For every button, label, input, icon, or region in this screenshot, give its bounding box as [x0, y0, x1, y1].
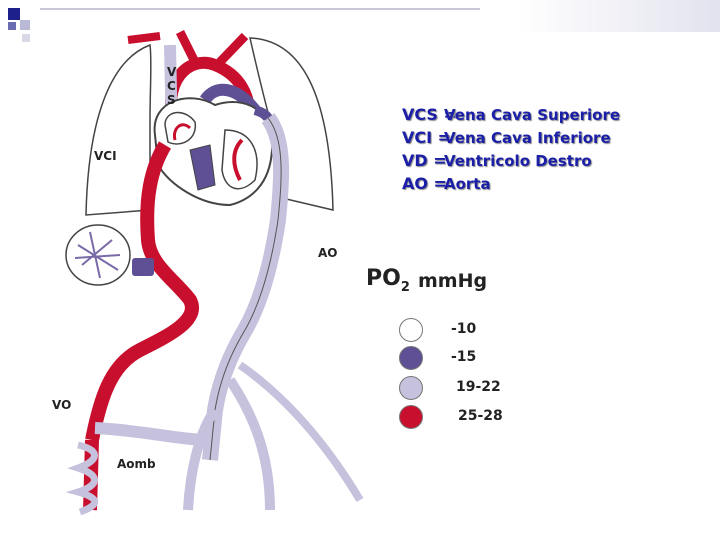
aomb-label: Aomb: [117, 457, 156, 471]
vci-label: VCI: [94, 149, 117, 163]
vo-label: VO: [52, 398, 71, 412]
def-vd: Ventricolo Destro: [444, 152, 714, 170]
vcs-letter-v: V: [167, 65, 177, 79]
po2-range-4: 25-28: [458, 408, 503, 424]
neck-vessel-top: [128, 36, 160, 40]
neck-vessel-right: [220, 36, 245, 62]
po2-title-subscript: 2: [401, 280, 410, 295]
neck-vessel-left: [180, 32, 195, 62]
vcs-letter-s: S: [167, 93, 176, 107]
po2-swatch-lavender: [399, 376, 423, 400]
po2-range-1: -10: [451, 321, 476, 337]
umbilical-artery: [95, 428, 210, 440]
portal-sinus: [132, 258, 154, 276]
po2-legend-title: PO2: [366, 266, 410, 291]
po2-swatch-purple: [399, 346, 423, 370]
iliac-artery-right: [230, 380, 270, 510]
liver: [66, 225, 130, 285]
def-vcs: Vena Cava Superiore: [444, 106, 714, 124]
po2-title-main: PO: [366, 266, 401, 291]
po2-swatch-white: [399, 318, 423, 342]
vcs-letter-c: C: [167, 79, 176, 93]
po2-range-2: -15: [451, 349, 476, 365]
po2-swatch-red: [399, 405, 423, 429]
ao-label: AO: [318, 246, 338, 260]
right-lung-outline: [86, 45, 151, 215]
po2-range-3: 19-22: [456, 379, 501, 395]
po2-unit: mmHg: [418, 270, 487, 292]
def-ao: Aorta: [444, 175, 714, 193]
def-vci: Vena Cava Inferiore: [444, 129, 714, 147]
